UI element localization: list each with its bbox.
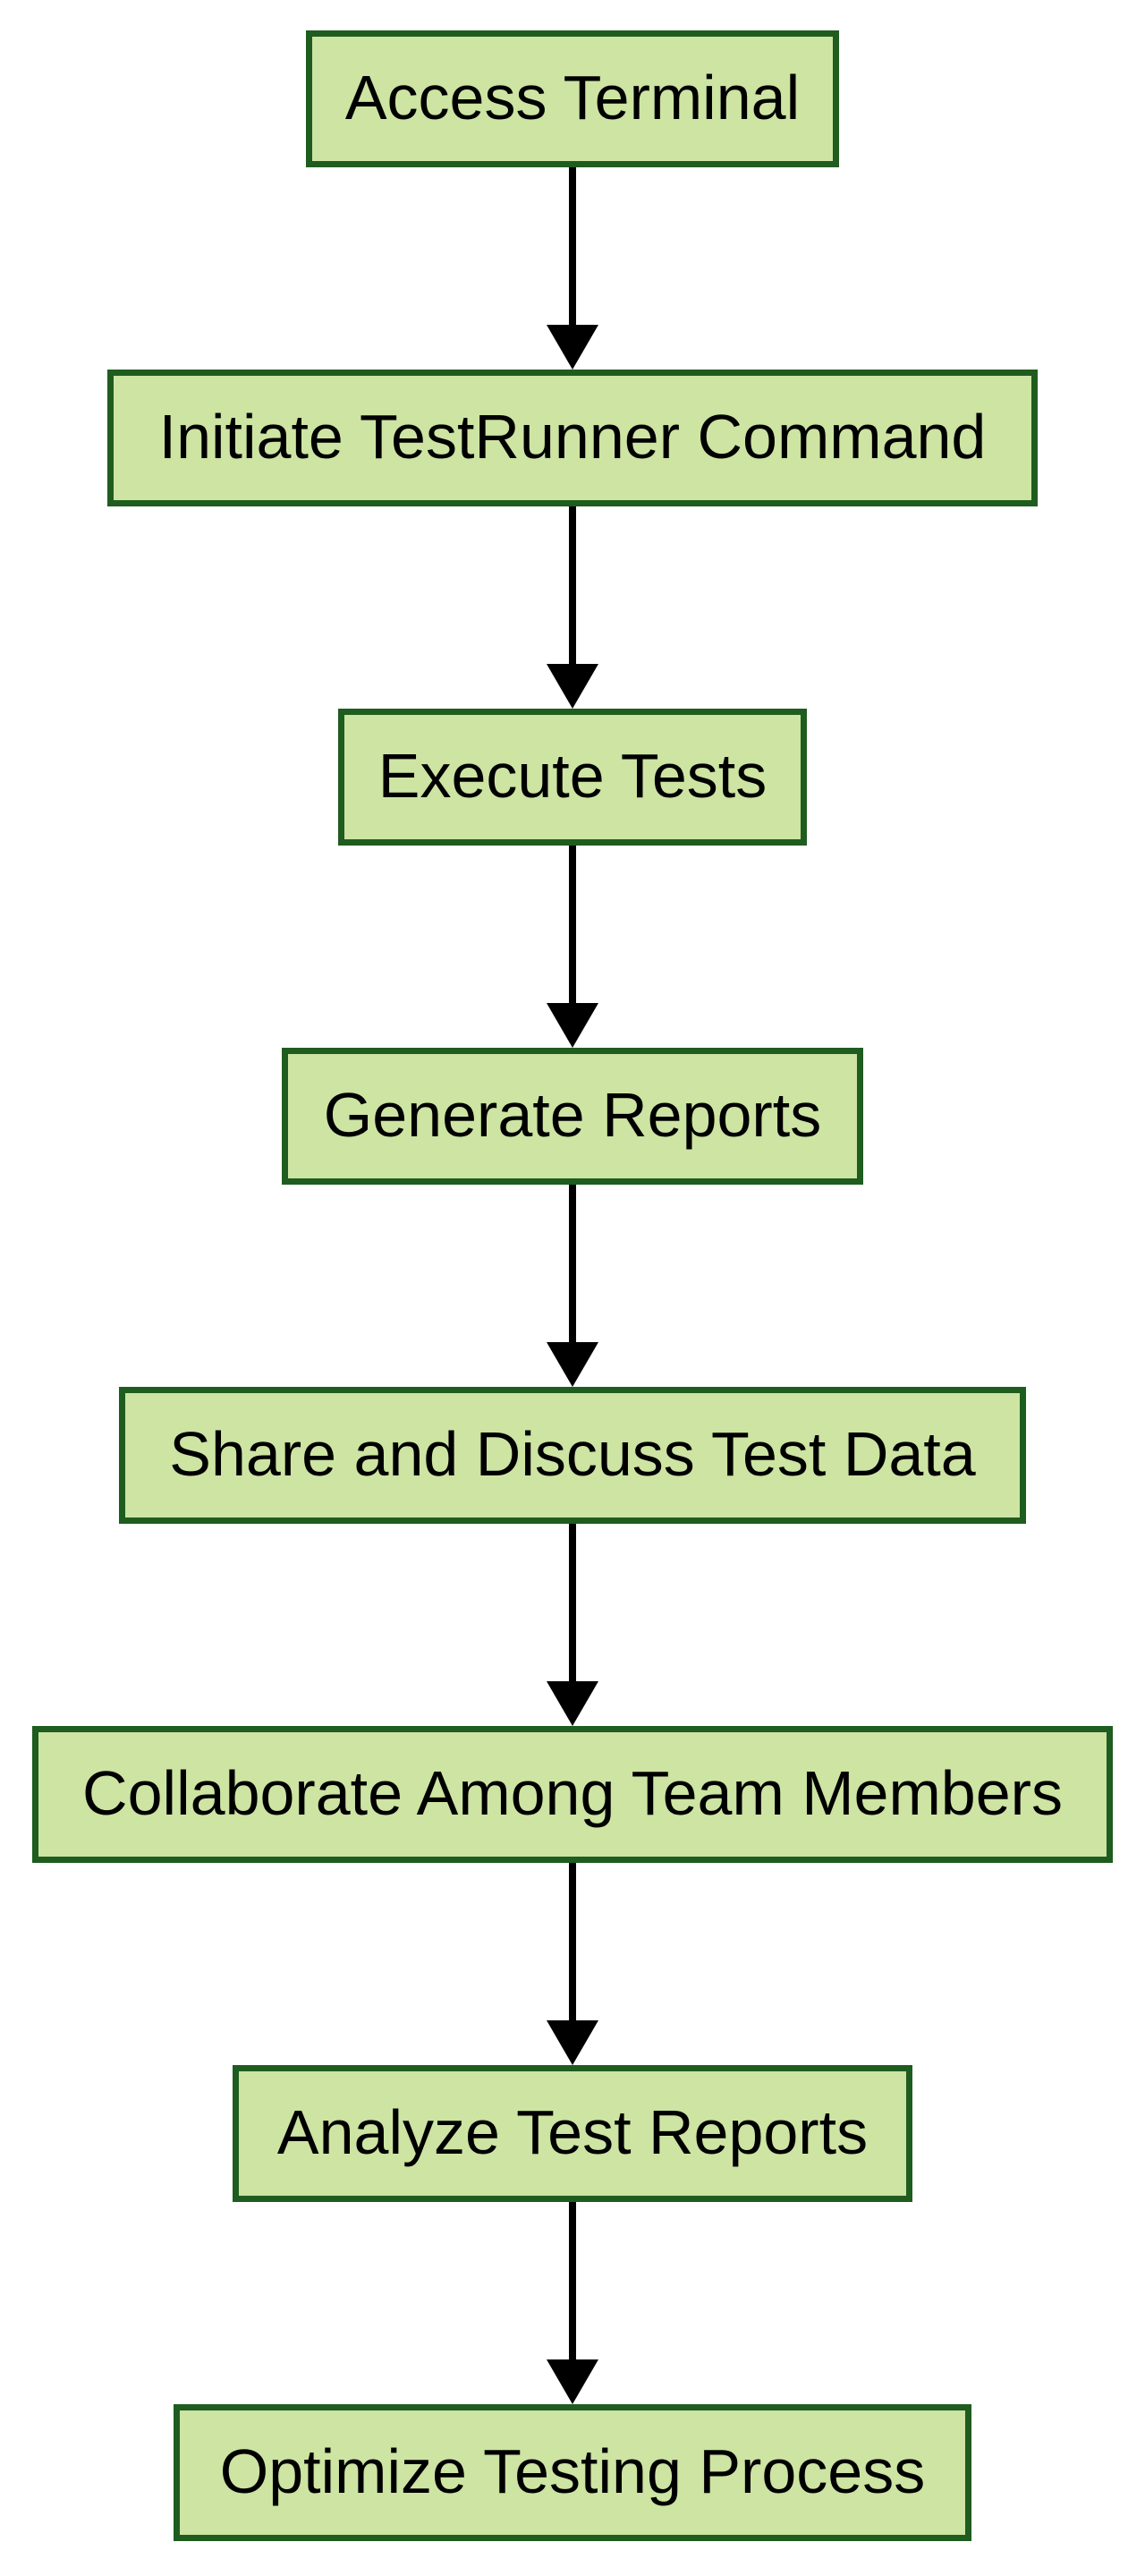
- arrow-shaft: [569, 2202, 576, 2359]
- flow-node-label: Access Terminal: [344, 62, 801, 132]
- flow-node-analyze-test-reports: Analyze Test Reports: [233, 2065, 912, 2202]
- flow-edge-arrow: [546, 1524, 599, 1726]
- arrow-shaft: [569, 1524, 576, 1681]
- arrowhead-down-icon: [547, 2359, 598, 2404]
- flow-node-initiate-testrunner-command: Initiate TestRunner Command: [107, 370, 1038, 506]
- arrowhead-down-icon: [547, 325, 598, 370]
- flow-node-generate-reports: Generate Reports: [282, 1048, 863, 1185]
- flow-edge-arrow: [546, 1863, 599, 2065]
- flow-node-optimize-testing-process: Optimize Testing Process: [174, 2404, 971, 2541]
- flow-node-label: Initiate TestRunner Command: [158, 401, 987, 472]
- flow-node-label: Share and Discuss Test Data: [169, 1418, 976, 1489]
- arrowhead-down-icon: [547, 2020, 598, 2065]
- flow-edge-arrow: [546, 506, 599, 709]
- flow-node-label: Collaborate Among Team Members: [82, 1757, 1063, 1828]
- arrow-shaft: [569, 167, 576, 325]
- flow-node-collaborate-among-team-members: Collaborate Among Team Members: [32, 1726, 1113, 1863]
- arrowhead-down-icon: [547, 1003, 598, 1048]
- arrowhead-down-icon: [547, 664, 598, 709]
- flow-node-label: Analyze Test Reports: [276, 2096, 869, 2167]
- flow-edge-arrow: [546, 2202, 599, 2404]
- flow-edge-arrow: [546, 167, 599, 370]
- flow-edge-arrow: [546, 1185, 599, 1387]
- arrow-shaft: [569, 506, 576, 664]
- flow-node-label: Execute Tests: [377, 740, 768, 811]
- arrow-shaft: [569, 846, 576, 1003]
- flow-node-label: Generate Reports: [323, 1079, 822, 1150]
- arrow-shaft: [569, 1185, 576, 1342]
- flow-node-label: Optimize Testing Process: [219, 2436, 926, 2506]
- flow-node-execute-tests: Execute Tests: [338, 709, 807, 846]
- arrowhead-down-icon: [547, 1681, 598, 1726]
- arrowhead-down-icon: [547, 1342, 598, 1387]
- flow-node-share-and-discuss-test-data: Share and Discuss Test Data: [119, 1387, 1026, 1524]
- arrow-shaft: [569, 1863, 576, 2020]
- flow-edge-arrow: [546, 846, 599, 1048]
- flow-node-access-terminal: Access Terminal: [306, 30, 839, 167]
